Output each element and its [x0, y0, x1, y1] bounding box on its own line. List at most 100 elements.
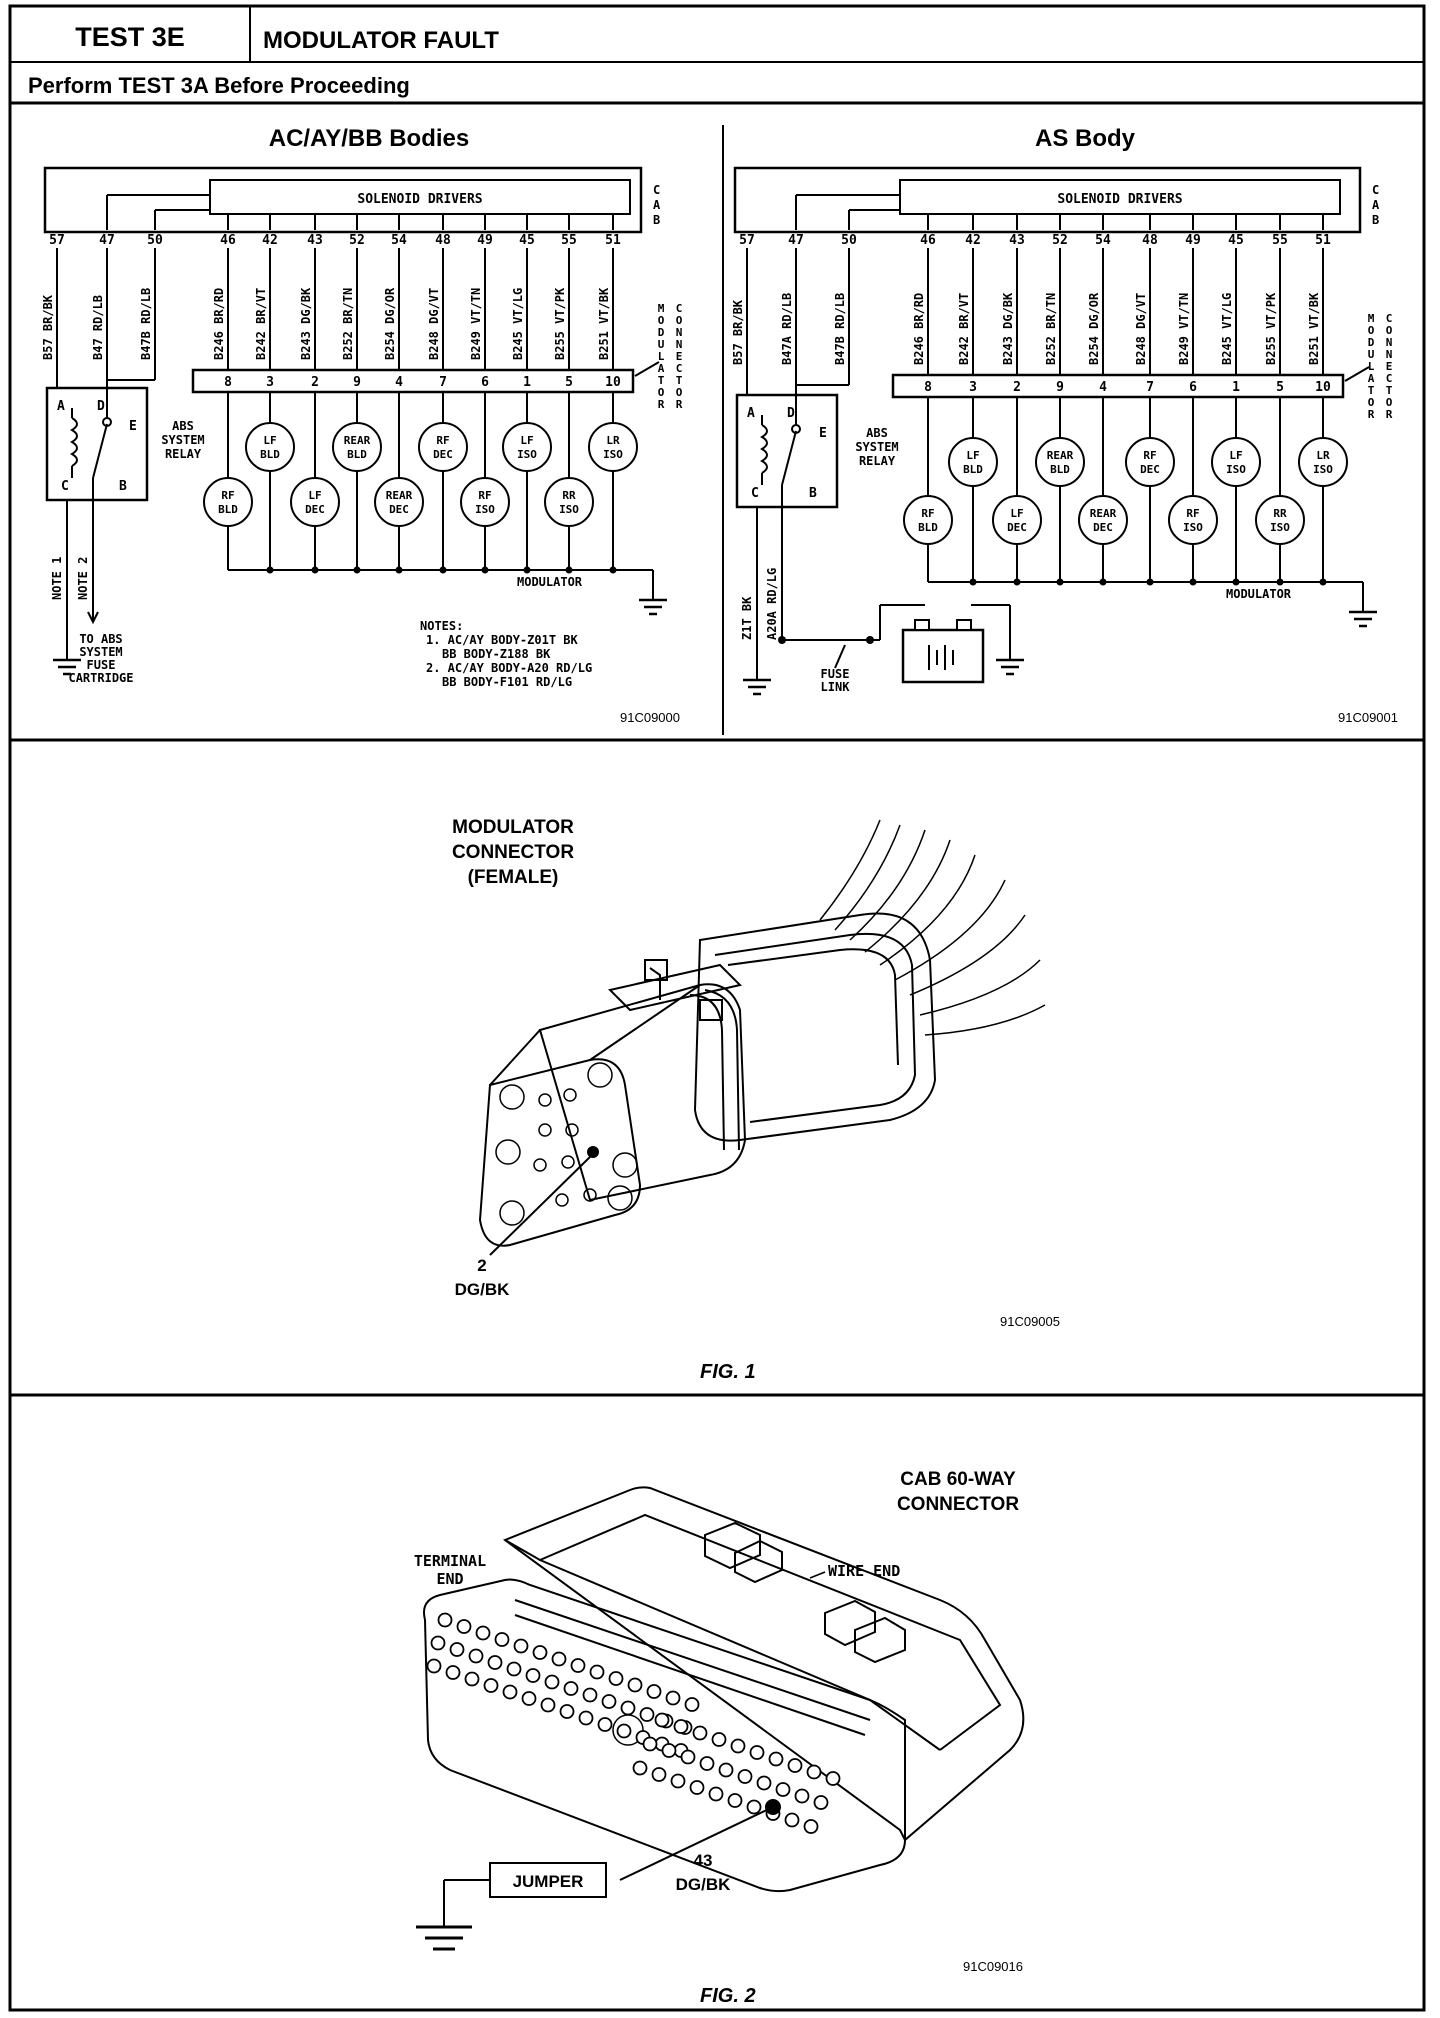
- connector-side-letter: A: [658, 362, 665, 375]
- cab-terminal: [456, 1619, 472, 1634]
- to-fuse-label: TO ABS: [79, 632, 122, 646]
- schematic-title: AS Body: [1035, 125, 1136, 152]
- modulator-label: MODULATOR: [517, 575, 583, 589]
- page-frame: [8, 4, 1426, 2012]
- modulator-label: MODULATOR: [1226, 587, 1292, 601]
- modulator-pin-4: 4: [395, 375, 403, 390]
- wire-label: B47B RD/LB: [833, 293, 847, 365]
- cab-terminal: [578, 1710, 594, 1726]
- cab-box: [733, 166, 1362, 234]
- connector-side-letter: N: [1386, 348, 1393, 361]
- wire-label: B252 BR/TN: [341, 288, 355, 360]
- bus-junction: [1013, 578, 1021, 586]
- cab-terminal: [540, 1697, 556, 1713]
- solenoid-label: RR: [1273, 507, 1287, 520]
- cab-terminal: [670, 1773, 686, 1789]
- wire-label: B57 BR/BK: [731, 299, 745, 365]
- fig1-title-line2: CONNECTOR: [452, 842, 574, 863]
- cab-side-letter: C: [653, 183, 660, 197]
- cab-terminal: [589, 1664, 605, 1680]
- connector-side-letter: R: [658, 398, 665, 411]
- solenoid-lf-iso: [1211, 437, 1261, 487]
- fig1-caption: FIG. 1: [700, 1361, 756, 1383]
- fuse-feed-arrow: [87, 611, 99, 625]
- cab-pin-48: 48: [1142, 233, 1158, 248]
- solenoid-label: RF: [921, 507, 934, 520]
- relay-coil: [70, 417, 78, 467]
- cab-terminal: [813, 1795, 829, 1810]
- fig2-title-line2: CONNECTOR: [897, 1494, 1019, 1515]
- cab-terminal: [521, 1691, 537, 1706]
- schematic-fig-id: 91C09000: [620, 710, 680, 725]
- relay-label: ABS: [866, 426, 888, 440]
- modulator-pin-9: 9: [1056, 380, 1064, 395]
- relay-pin-c: C: [751, 486, 759, 501]
- wire-label: B254 DG/OR: [383, 287, 397, 360]
- cab-terminal: [737, 1769, 753, 1784]
- connector-side-letter: T: [1386, 384, 1393, 397]
- connector-side-letter: R: [1368, 408, 1375, 421]
- solenoid-label: ISO: [1226, 463, 1246, 476]
- bus-junction: [353, 566, 361, 574]
- cab-pin-52: 52: [1052, 233, 1068, 248]
- cab-side-letter: C: [1372, 183, 1379, 197]
- modulator-pin-10: 10: [605, 375, 621, 390]
- relay-pin-b: B: [809, 486, 817, 501]
- solenoid-lf-dec: [992, 495, 1042, 545]
- wire-label: B243 DG/BK: [1001, 292, 1015, 365]
- relay-label: ABS: [172, 419, 194, 433]
- fig1-title-line3: (FEMALE): [468, 867, 559, 888]
- cab-pin-49: 49: [477, 233, 493, 248]
- solenoid-label: LF: [308, 489, 321, 502]
- cab-pin-42: 42: [965, 233, 981, 248]
- schematic-title: AC/AY/BB Bodies: [269, 125, 469, 152]
- cab-side-letter: A: [653, 198, 661, 212]
- bus-junction: [439, 566, 447, 574]
- fig1-id: 91C09005: [1000, 1314, 1060, 1329]
- solenoid-rr-iso: [544, 477, 594, 527]
- relay-label: SYSTEM: [161, 433, 204, 447]
- fig1-callout-color: DG/BK: [455, 1280, 511, 1299]
- modulator-pin-10: 10: [1315, 380, 1331, 395]
- modulator-connector-drawing: [478, 819, 1046, 1256]
- fig2-cab-connector: CAB 60-WAY CONNECTOR TERMINAL END WIRE E…: [414, 1469, 1025, 2007]
- cab-terminal: [445, 1665, 461, 1680]
- solenoid-drivers-label: SOLENOID DRIVERS: [357, 192, 482, 207]
- connector-side-letter: C: [676, 302, 683, 315]
- connector-side-letter: N: [1386, 336, 1393, 349]
- wire-label: B242 BR/VT: [254, 288, 268, 360]
- left-wire-label: NOTE 2: [76, 557, 90, 600]
- wire-label: B249 VT/TN: [469, 288, 483, 360]
- relay-coil: [760, 424, 768, 474]
- connector-side-letter: M: [658, 302, 665, 315]
- solenoid-label: ISO: [603, 448, 623, 461]
- connector-side-letter: N: [676, 326, 683, 339]
- connector-side-letter: O: [1386, 324, 1393, 337]
- cab-terminal: [597, 1717, 613, 1732]
- modulator-pin-3: 3: [969, 380, 977, 395]
- cab-side-letter: B: [653, 213, 660, 227]
- fig1-callout-pin: 2: [477, 1256, 486, 1275]
- solenoid-label: ISO: [1183, 521, 1203, 534]
- wire-label: B47A RD/LB: [780, 293, 794, 365]
- jumper-label: JUMPER: [513, 1872, 584, 1891]
- solenoid-label: LF: [1010, 507, 1023, 520]
- solenoid-lr-iso: [1298, 437, 1348, 487]
- wire-label: B255 VT/PK: [1264, 292, 1278, 365]
- connector-side-letter: U: [1368, 348, 1375, 361]
- cab-terminal: [756, 1775, 772, 1791]
- connector-side-letter: D: [658, 326, 665, 339]
- connector-side-letter: A: [1368, 372, 1375, 385]
- connector-side-letter: C: [676, 362, 683, 375]
- modulator-pin-1: 1: [1232, 380, 1240, 395]
- cab-terminal: [620, 1700, 636, 1716]
- connector-side-letter: C: [1386, 372, 1393, 385]
- wire-label: B255 VT/PK: [553, 287, 567, 360]
- bus-junction: [1232, 578, 1240, 586]
- cab-terminal: [627, 1677, 643, 1693]
- solenoid-drivers-box: [899, 179, 1341, 215]
- bus-junction: [609, 566, 617, 574]
- solenoid-label: REAR: [344, 434, 371, 447]
